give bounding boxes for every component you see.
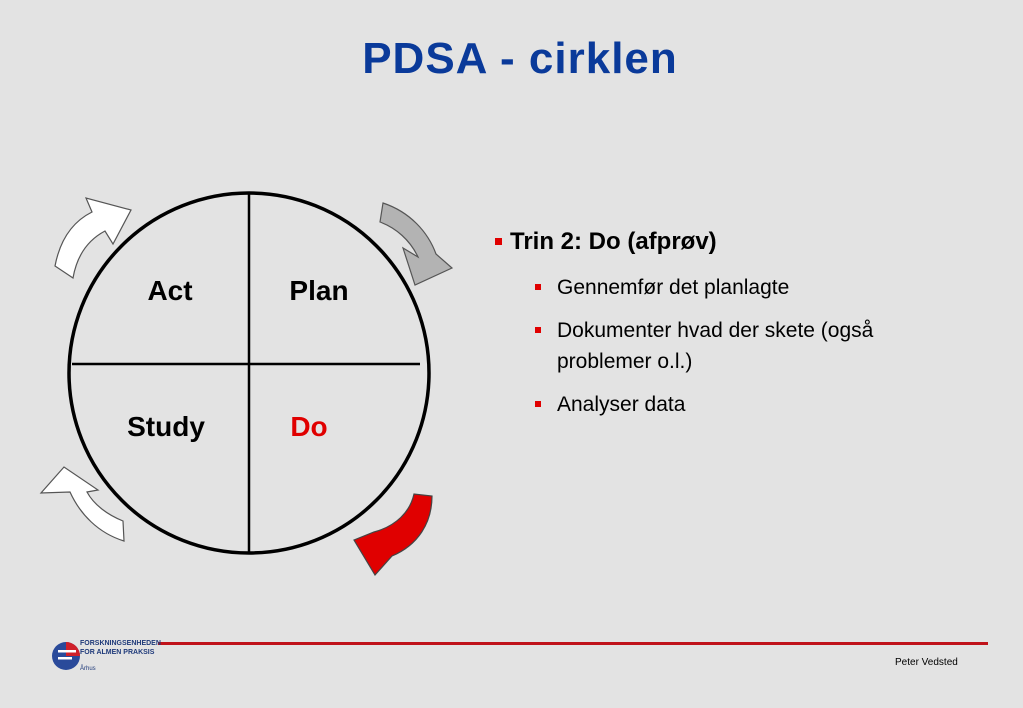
quadrant-study-label: Study [127, 411, 205, 442]
bottom-right-curved-arrow-icon [353, 493, 433, 577]
step-items-list: Gennemfør det planlagte Dokumenter hvad … [495, 272, 915, 420]
list-item-text: Dokumenter hvad der skete (også probleme… [557, 319, 874, 373]
footer-divider [158, 642, 988, 645]
quadrant-plan-label: Plan [289, 275, 348, 306]
bottom-left-curved-arrow-icon [39, 466, 125, 542]
step-heading-item: Trin 2: Do (afprøv) [495, 228, 915, 256]
page-title: PDSA - cirklen [362, 34, 678, 83]
research-unit-logo [52, 642, 80, 670]
step-description: Trin 2: Do (afprøv) Gennemfør det planla… [495, 228, 915, 432]
list-item: Gennemfør det planlagte [535, 272, 915, 303]
step-heading: Trin 2: Do (afprøv) [510, 228, 717, 255]
bullet-square-icon [535, 284, 541, 290]
logo-text: FORSKNINGSENHEDEN FOR ALMEN PRAKSIS [80, 640, 161, 657]
list-item: Analyser data [535, 389, 915, 420]
author-name: Peter Vedsted [895, 657, 958, 668]
quadrant-act-label: Act [147, 275, 192, 306]
logo-line-1: FORSKNINGSENHEDEN [80, 640, 161, 647]
list-item-text: Gennemfør det planlagte [557, 276, 790, 299]
bullet-square-icon [535, 401, 541, 407]
list-item: Dokumenter hvad der skete (også probleme… [535, 315, 915, 377]
bullet-square-icon [495, 238, 502, 245]
bullet-square-icon [535, 327, 541, 333]
quadrant-do-label: Do [290, 411, 327, 442]
logo-city: Århus [80, 666, 96, 672]
logo-line-2: FOR ALMEN PRAKSIS [80, 648, 155, 656]
list-item-text: Analyser data [557, 393, 686, 416]
top-left-curved-arrow-icon [54, 197, 132, 280]
top-right-curved-arrow-icon [379, 202, 454, 286]
